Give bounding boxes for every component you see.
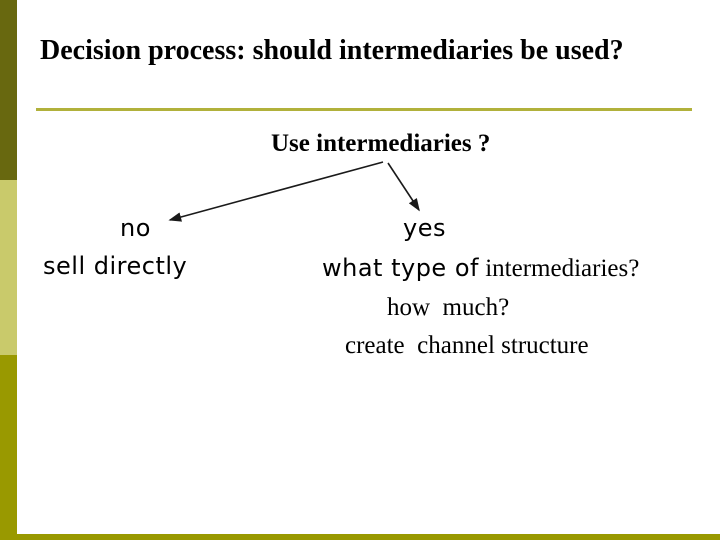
sidebar-segment-khaki	[0, 180, 17, 355]
arrow-to-yes	[387, 162, 420, 212]
title-underline	[36, 108, 692, 111]
sidebar-segment-olive	[0, 355, 17, 540]
branch-label-yes: yes	[403, 214, 446, 242]
arrow-to-no	[168, 161, 384, 222]
sidebar-decoration	[0, 0, 17, 540]
what-type-serif-part: intermediaries?	[478, 255, 640, 282]
what-type-sans-part: what type of	[322, 254, 479, 282]
slide-title: Decision process: should intermediaries …	[40, 35, 624, 66]
sidebar-segment-dark	[0, 0, 17, 180]
yes-outcome-how-much: how much?	[387, 294, 510, 321]
branch-label-no: no	[120, 214, 151, 242]
bottom-bar-decoration	[0, 534, 720, 540]
no-outcome-sell-directly: sell directly	[43, 252, 188, 280]
yes-outcome-create-channel: create channel structure	[345, 332, 589, 359]
root-question: Use intermediaries ?	[271, 130, 491, 157]
yes-outcome-what-type: what type of intermediaries?	[322, 254, 639, 283]
